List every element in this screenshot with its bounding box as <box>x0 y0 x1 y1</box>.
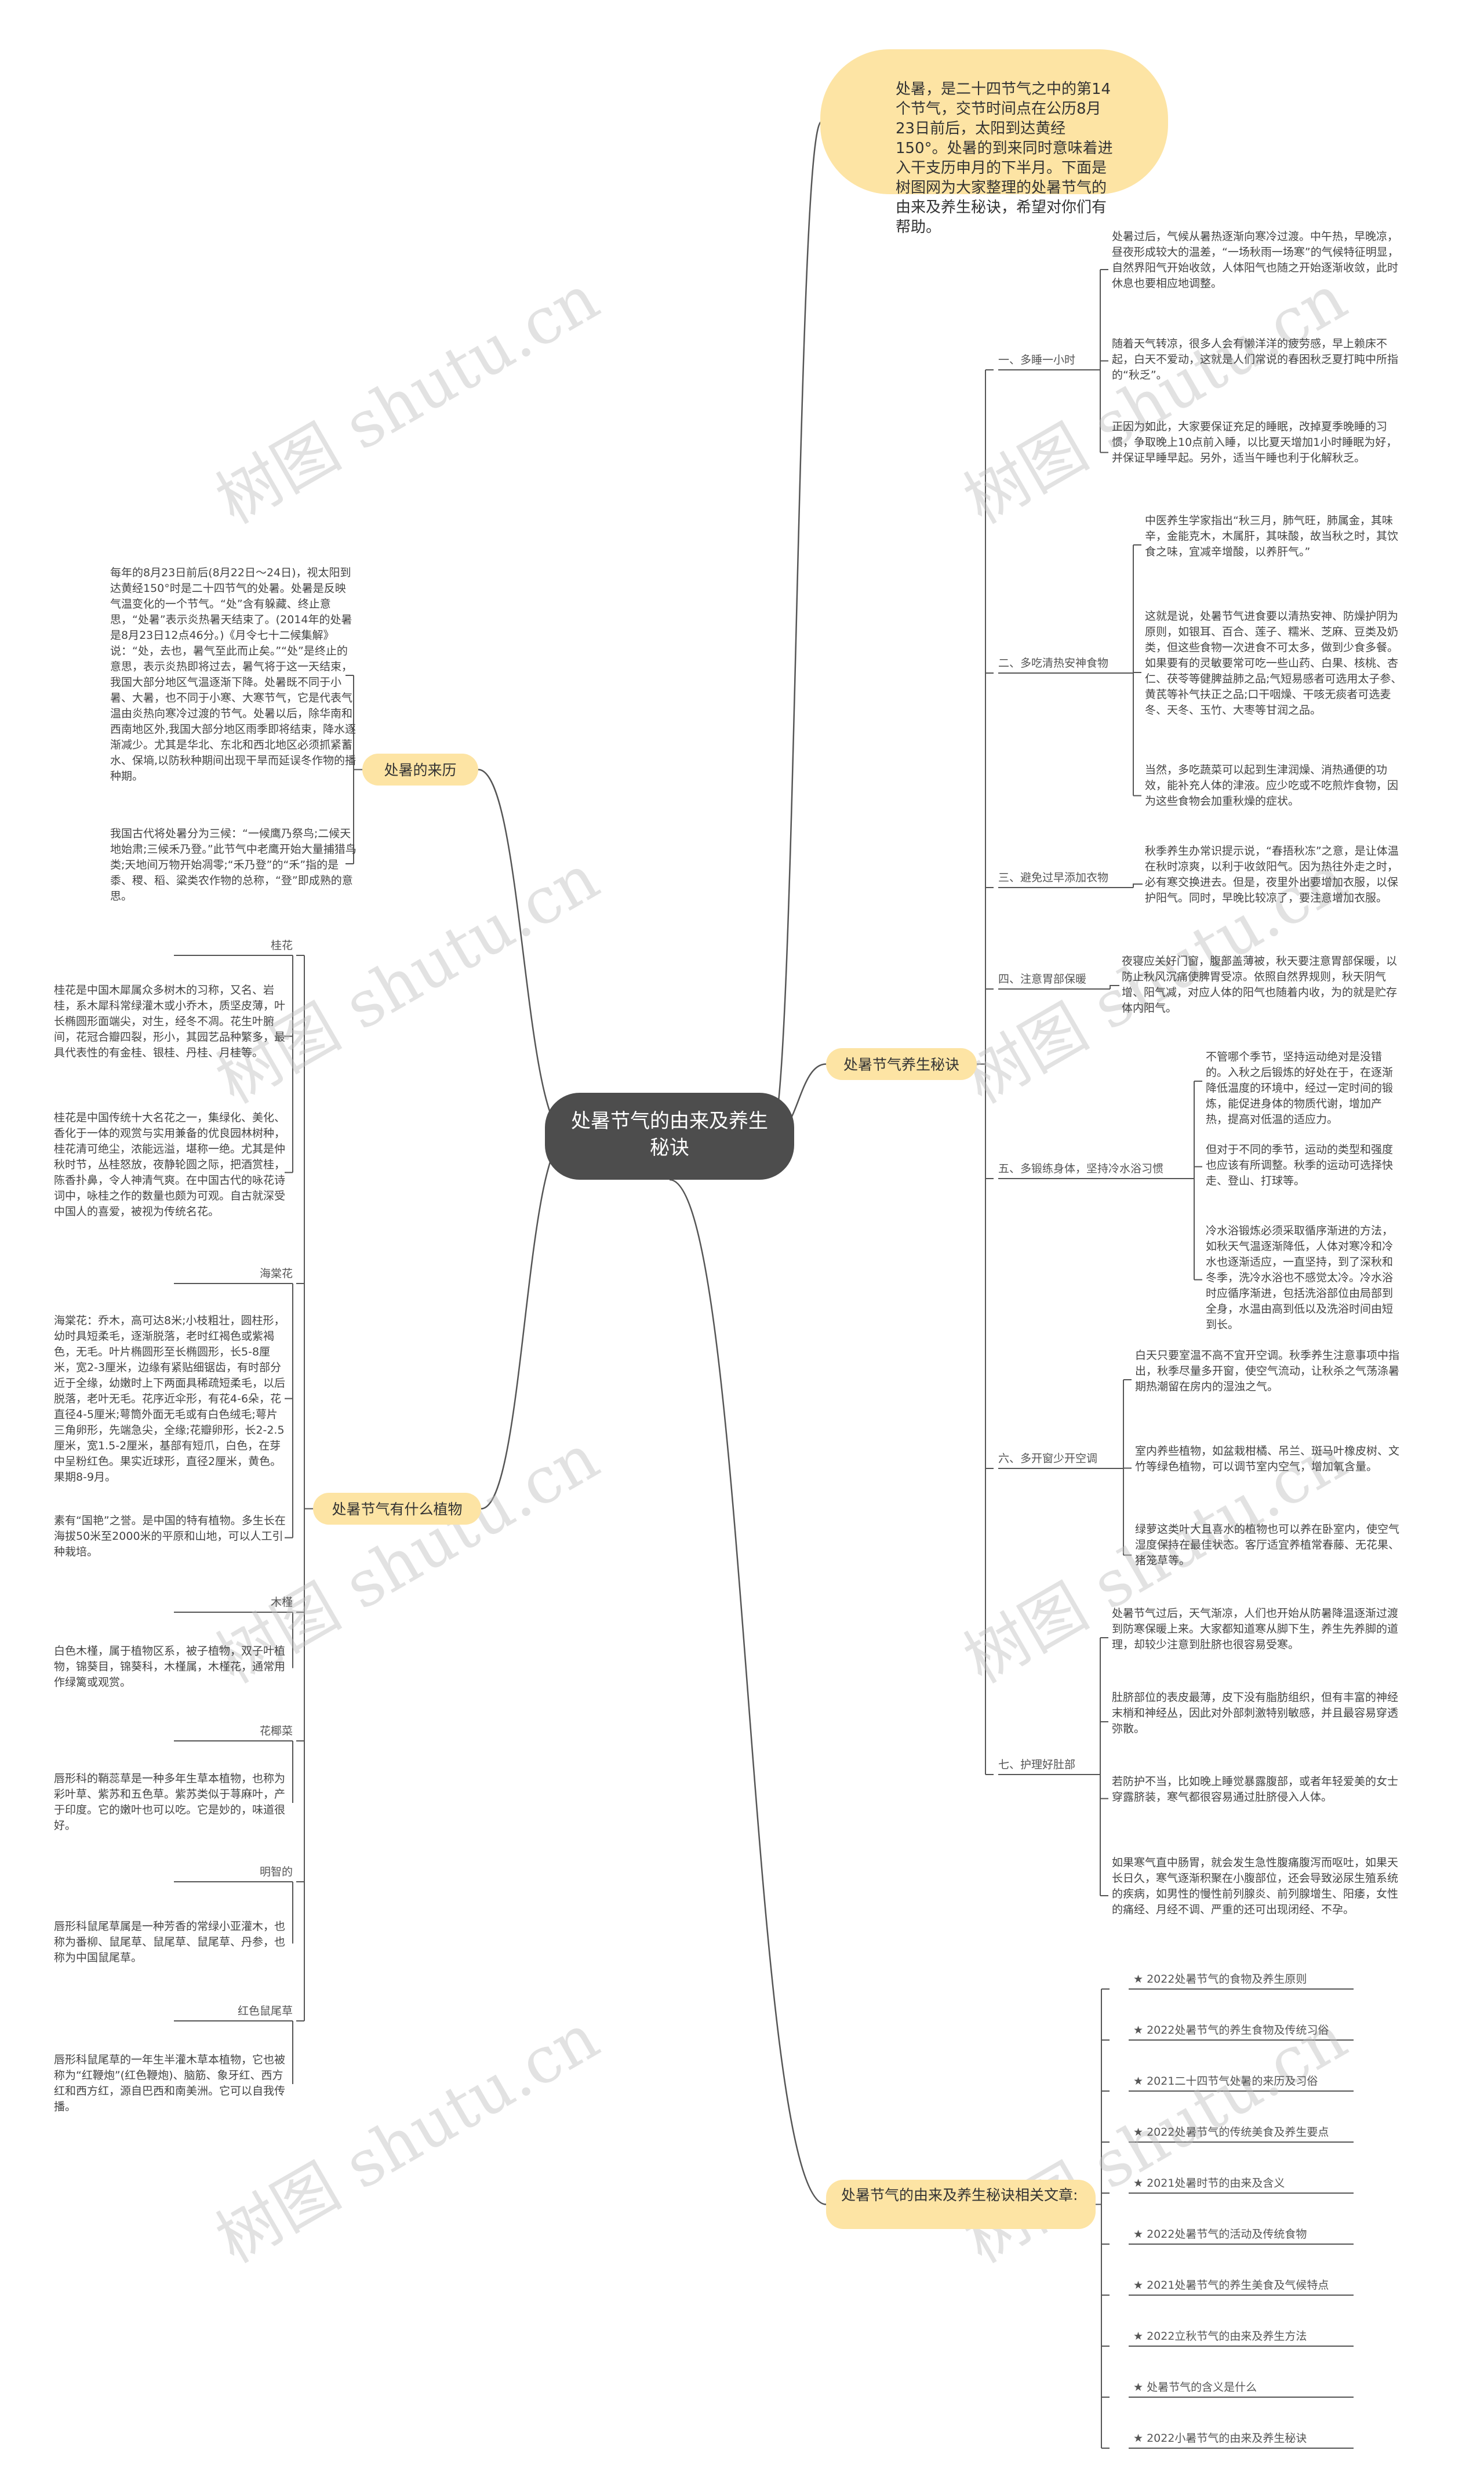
health-text: 室内养些植物，如盆栽柑橘、吊兰、斑马叶橡皮树、文竹等绿色植物，可以调节室内空气，… <box>1135 1445 1400 1473</box>
plant-name[interactable]: 明智的 <box>259 1866 293 1878</box>
link-root-articles <box>669 1179 827 2205</box>
health-text: 如果寒气直中肠胃，就会发生急性腹痛腹泻而呕吐，如果天长日久，寒气逐渐积聚在小腹部… <box>1112 1856 1399 1916</box>
health-text: 但对于不同的季节，运动的类型和强度也应该有所调整。秋季的运动可选择快走、登山、打… <box>1206 1143 1394 1187</box>
root-node[interactable]: 处暑节气的由来及养生秘诀 <box>545 1093 794 1180</box>
intro-node[interactable]: 处暑，是二十四节气之中的第14个节气，交节时间点在公历8月23日前后，太阳到达黄… <box>820 49 1168 236</box>
branch-origin[interactable]: 处暑的来历 <box>362 754 478 786</box>
plant-name[interactable]: 红色鼠尾草 <box>237 2005 293 2017</box>
health-item-name[interactable]: 三、避免过早添加衣物 <box>998 871 1109 884</box>
plant-text: 白色木槿，属于植物区系，被子植物，双子叶植物，锦葵目，锦葵科，木槿属，木槿花，通… <box>54 1645 286 1689</box>
health-text: 若防护不当，比如晚上睡觉暴露腹部，或者年轻爱美的女士穿露脐装，寒气都很容易通过肚… <box>1112 1775 1399 1804</box>
health-text: 冷水浴锻炼必须采取循序渐进的方法，如秋天气温逐渐降低，人体对寒冷和冷水也逐渐适应… <box>1206 1224 1394 1331</box>
origin-text: 我国古代将处暑分为三候：“一候鹰乃祭鸟;二候天地始肃;三候禾乃登。”此节气中老鹰… <box>110 827 357 903</box>
related-article-link[interactable]: ★ 2022处暑节气的食物及养生原则 <box>1133 1973 1307 1986</box>
health-text-link <box>1110 985 1119 989</box>
plant-text: 桂花是中国木犀属众多树木的习称，又名、岩桂，系木犀科常绿灌木或小乔木，质坚皮薄，… <box>54 984 286 1059</box>
plant-name[interactable]: 桂花 <box>270 939 293 952</box>
health-text: 随着天气转凉，很多人会有懒洋洋的疲劳感，早上赖床不起，白天不爱动，这就是人们常说… <box>1112 337 1399 381</box>
related-article-link[interactable]: ★ 处暑节气的含义是什么 <box>1133 2381 1257 2394</box>
health-item-name[interactable]: 二、多吃清热安神食物 <box>998 657 1109 670</box>
health-item-name[interactable]: 六、多开窗少开空调 <box>998 1452 1098 1465</box>
plant-text: 素有“国艳”之誉。是中国的特有植物。多生长在海拔50米至2000米的平原和山地，… <box>54 1514 286 1558</box>
plant-name[interactable]: 花椰菜 <box>259 1725 293 1737</box>
health-item-name[interactable]: 五、多锻练身体，坚持冷水浴习惯 <box>998 1162 1164 1175</box>
health-text: 这就是说，处暑节气进食要以清热安神、防燥护阴为原则，如银耳、百合、莲子、糯米、芝… <box>1145 610 1402 717</box>
health-text: 处暑节气过后，天气渐凉，人们也开始从防暑降温逐渐过渡到防寒保暖上来。大家都知道寒… <box>1112 1607 1399 1651</box>
related-article-link[interactable]: ★ 2021处暑节气的养生美食及气候特点 <box>1133 2279 1329 2292</box>
health-text: 秋季养生办常识提示说，“春捂秋冻”之意，是让体温在秋时凉爽，以利于收敛阳气。因为… <box>1145 845 1399 904</box>
origin-text: 每年的8月23日前后(8月22日～24日)，视太阳到达黄经150°时是二十四节气… <box>110 566 357 783</box>
related-article-link[interactable]: ★ 2022处暑节气的传统美食及养生要点 <box>1133 2126 1329 2139</box>
plant-text: 唇形科鼠尾草的一年生半灌木草本植物，它也被称为“红鞭炮”(红色鞭炮)、脑筋、象牙… <box>54 2053 286 2113</box>
branch-health[interactable]: 处暑节气养生秘诀 <box>826 1048 977 1080</box>
related-article-link[interactable]: ★ 2022处暑节气的养生食物及传统习俗 <box>1133 2024 1329 2037</box>
plant-text: 海棠花：乔木，高可达8米;小枝粗壮，圆柱形，幼时具短柔毛，逐渐脱落，老时红褐色或… <box>54 1314 286 1484</box>
related-article-link[interactable]: ★ 2021二十四节气处暑的来历及习俗 <box>1133 2075 1318 2088</box>
health-text: 绿萝这类叶大且喜水的植物也可以养在卧室内，使空气湿度保持在最佳状态。客厅适宜养植… <box>1135 1523 1400 1567</box>
health-item-name[interactable]: 一、多睡一小时 <box>998 354 1076 366</box>
health-text: 正因为如此，大家要保证充足的睡眠，改掉夏季晚睡的习惯，争取晚上10点前入睡，以比… <box>1112 420 1398 464</box>
branch-articles[interactable]: 处暑节气的由来及养生秘诀相关文章: <box>826 2180 1096 2229</box>
health-text: 处暑过后，气候从暑热逐渐向寒冷过渡。中午热，早晚凉，昼夜形成较大的温差，“一场秋… <box>1112 230 1399 290</box>
health-text: 不管哪个季节，坚持运动绝对是没错的。入秋之后锻炼的好处在于，在逐渐降低温度的环境… <box>1206 1050 1394 1126</box>
health-text-link <box>1133 883 1143 888</box>
plant-text: 唇形科的鞘蕊草是一种多年生草本植物，也称为彩叶草、紫苏和五色草。紫苏类似于荨麻叶… <box>54 1772 286 1832</box>
related-article-link[interactable]: ★ 2022处暑节气的活动及传统食物 <box>1133 2228 1307 2241</box>
health-text: 夜寝应关好门窗，腹部盖薄被，秋天要注意胃部保暖，以防止秋风沉痛使脾胃受凉。依照自… <box>1122 955 1398 1015</box>
health-text: 白天只要室温不高不宜开空调。秋季养生注意事项中指出，秋季尽量多开窗，使空气流动，… <box>1135 1349 1400 1393</box>
branch-plants[interactable]: 处暑节气有什么植物 <box>313 1493 481 1525</box>
plant-text: 唇形科鼠尾草属是一种芳香的常绿小亚灌木，也称为番柳、鼠尾草、鼠尾草、鼠尾草、丹参… <box>54 1920 286 1964</box>
plant-name[interactable]: 海棠花 <box>259 1267 293 1280</box>
health-item-name[interactable]: 七、护理好肚部 <box>998 1758 1076 1771</box>
health-text: 中医养生学家指出“秋三月，肺气旺，肺属金，其味辛，金能克木，木属肝，其味酸，故当… <box>1145 514 1399 558</box>
health-text: 肚脐部位的表皮最薄，皮下没有脂肪组织，但有丰富的神经末梢和神经丛，因此对外部刺激… <box>1112 1691 1399 1735</box>
plant-name[interactable]: 木槿 <box>270 1596 293 1609</box>
health-item-name[interactable]: 四、注意胃部保暖 <box>998 973 1087 986</box>
link-root-intro <box>770 121 823 1137</box>
plant-text: 桂花是中国传统十大名花之一，集绿化、美化、香化于一体的观赏与实用兼备的优良园林树… <box>54 1111 286 1218</box>
related-article-link[interactable]: ★ 2021处暑时节的由来及含义 <box>1133 2177 1285 2190</box>
related-article-link[interactable]: ★ 2022小暑节气的由来及养生秘诀 <box>1133 2432 1307 2445</box>
related-article-link[interactable]: ★ 2022立秋节气的由来及养生方法 <box>1133 2330 1307 2343</box>
health-text: 当然，多吃蔬菜可以起到生津润燥、消热通便的功效，能补充人体的津液。应少吃或不吃煎… <box>1145 763 1399 808</box>
